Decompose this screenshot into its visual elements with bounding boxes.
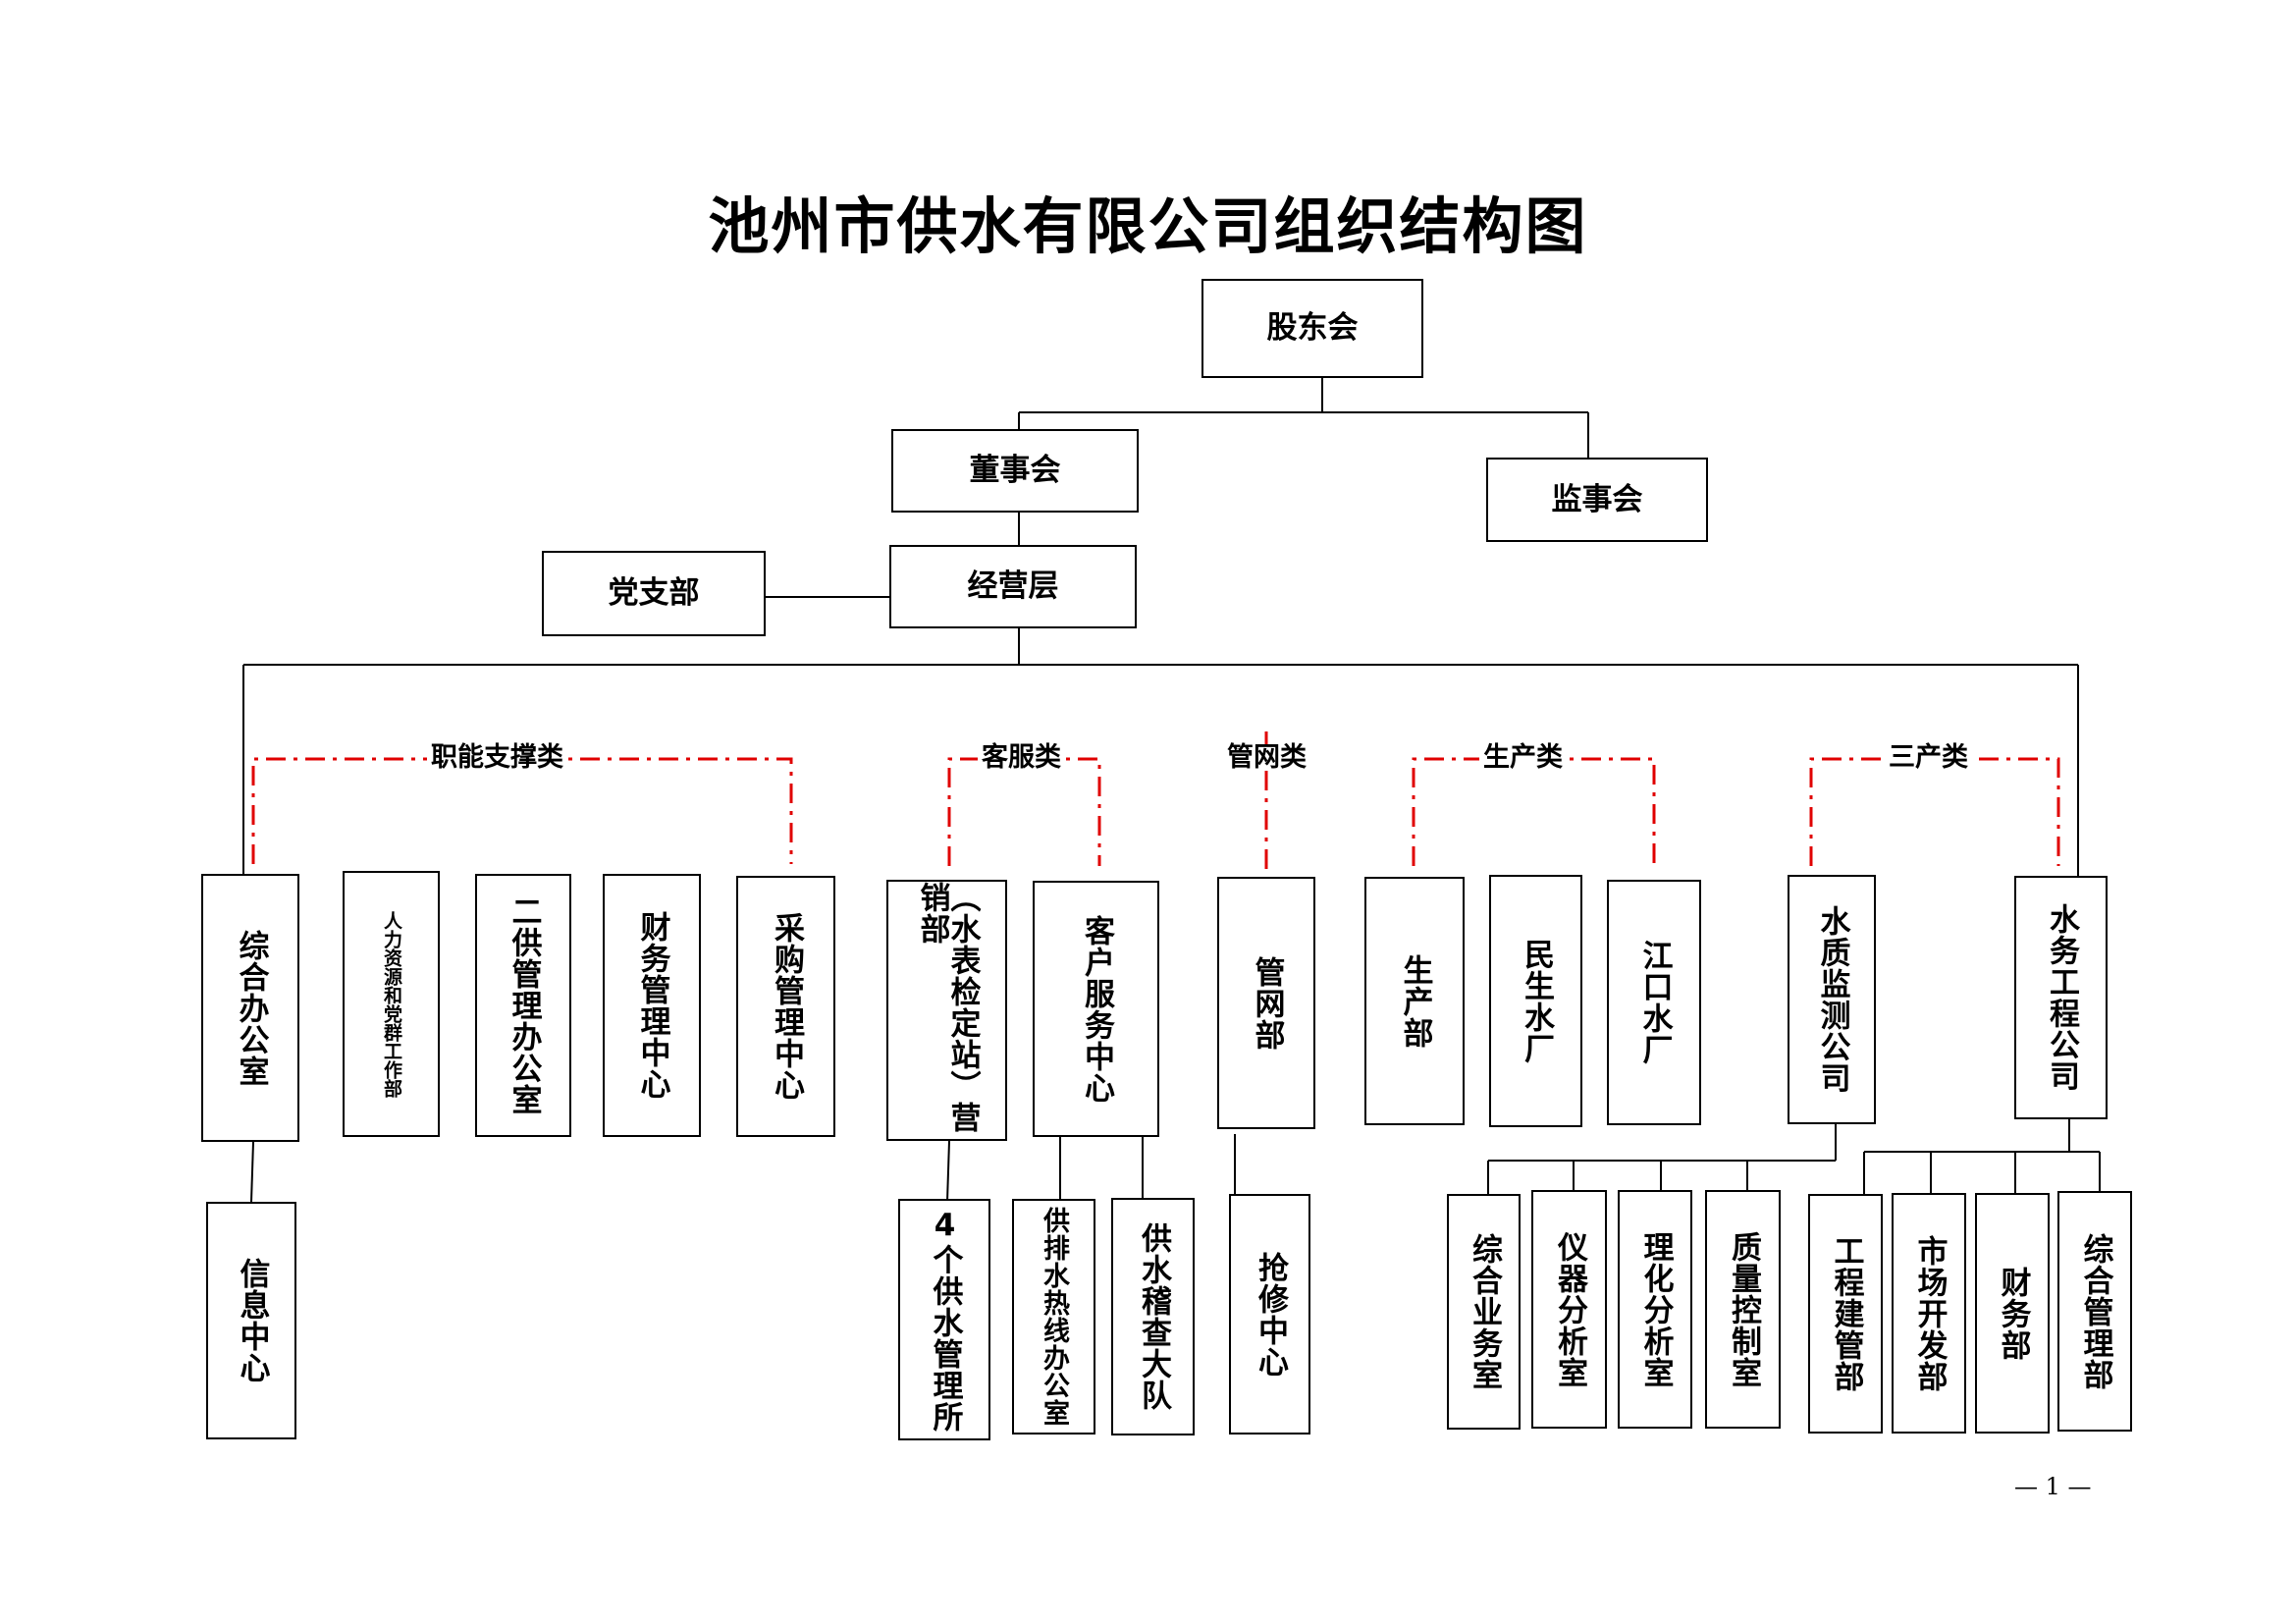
party-branch-label: 党支部 bbox=[608, 575, 700, 611]
dept-general-office: 综合办公室 bbox=[201, 874, 299, 1142]
sub-eng-construction-label: 工程建管部 bbox=[1828, 1235, 1864, 1392]
board-box: 董事会 bbox=[891, 429, 1139, 513]
dept-pipe: 管网部 bbox=[1217, 877, 1315, 1129]
dept-finance-center-label: 财务管理中心 bbox=[634, 911, 670, 1100]
dept-customer-center: 客户服务中心 bbox=[1033, 881, 1159, 1137]
dept-procurement-center-label: 采购管理中心 bbox=[769, 912, 804, 1101]
sub-general-affairs: 综合业务室 bbox=[1447, 1194, 1521, 1430]
dept-marketing-label-line1: 营销部 bbox=[914, 882, 981, 1133]
page-number: — 1 — bbox=[2014, 1473, 2092, 1500]
sub-quality-control-label: 质量控制室 bbox=[1726, 1230, 1761, 1388]
shareholders-box: 股东会 bbox=[1201, 279, 1423, 378]
dept-hr-party-label: 人力资源和党群工作部 bbox=[381, 910, 402, 1098]
sub-hotline-office: 供排水热线办公室 bbox=[1012, 1199, 1095, 1435]
supervisors-box: 监事会 bbox=[1486, 458, 1708, 542]
dept-marketing: （水表检定站）营销部 bbox=[886, 880, 1007, 1141]
sub-repair-center-label: 抢修中心 bbox=[1253, 1251, 1288, 1378]
sub-general-affairs-label: 综合业务室 bbox=[1467, 1233, 1502, 1390]
sub-info-center: 信息中心 bbox=[206, 1202, 296, 1439]
dept-hr-party: 人力资源和党群工作部 bbox=[343, 871, 440, 1137]
dept-production-label: 生产部 bbox=[1397, 953, 1433, 1049]
dept-second-supply-label: 二供管理办公室 bbox=[506, 895, 542, 1115]
dept-jiangkou-plant: 江口水厂 bbox=[1607, 880, 1701, 1125]
sub-finance-dept: 财务部 bbox=[1975, 1193, 2050, 1434]
chart-title: 池州市供水有限公司组织结构图 bbox=[708, 190, 1588, 262]
category-tertiary: 三产类 bbox=[1885, 744, 1972, 771]
sub-inspection-team: 供水稽查大队 bbox=[1111, 1198, 1195, 1435]
management-label: 经营层 bbox=[967, 568, 1059, 604]
category-pipe-network: 管网类 bbox=[1223, 744, 1310, 771]
dept-procurement-center: 采购管理中心 bbox=[736, 876, 835, 1137]
sub-hotline-office-label: 供排水热线办公室 bbox=[1039, 1207, 1069, 1427]
category-customer-service: 客服类 bbox=[978, 744, 1065, 771]
sub-four-supply-offices-label: 4个供水管理所 bbox=[927, 1207, 963, 1433]
category-production: 生产类 bbox=[1479, 744, 1567, 771]
sub-general-mgmt: 综合管理部 bbox=[2057, 1191, 2132, 1432]
sub-market-dev: 市场开发部 bbox=[1892, 1193, 1966, 1434]
shareholders-label: 股东会 bbox=[1266, 310, 1359, 346]
dept-finance-center: 财务管理中心 bbox=[603, 874, 701, 1137]
sub-repair-center: 抢修中心 bbox=[1229, 1194, 1310, 1435]
dept-water-quality-co: 水质监测公司 bbox=[1788, 875, 1876, 1124]
sub-market-dev-label: 市场开发部 bbox=[1911, 1234, 1948, 1392]
dept-water-engineering-co: 水务工程公司 bbox=[2014, 876, 2108, 1119]
dept-water-engineering-co-label: 水务工程公司 bbox=[2044, 903, 2079, 1092]
party-branch-box: 党支部 bbox=[542, 551, 766, 636]
board-label: 董事会 bbox=[969, 453, 1061, 488]
category-functional: 职能支撑类 bbox=[427, 744, 567, 771]
sub-instrument-analysis-label: 仪器分析室 bbox=[1552, 1230, 1587, 1388]
sub-quality-control: 质量控制室 bbox=[1705, 1190, 1781, 1429]
dept-second-supply: 二供管理办公室 bbox=[475, 874, 571, 1137]
dept-minsheng-plant: 民生水厂 bbox=[1489, 875, 1582, 1127]
dept-marketing-label: （水表检定站）营销部 bbox=[914, 882, 981, 1139]
sub-instrument-analysis: 仪器分析室 bbox=[1531, 1190, 1607, 1429]
sub-info-center-label: 信息中心 bbox=[234, 1258, 270, 1383]
sub-physchem-analysis: 理化分析室 bbox=[1618, 1190, 1692, 1429]
dept-production: 生产部 bbox=[1364, 877, 1465, 1125]
sub-four-supply-offices: 4个供水管理所 bbox=[898, 1199, 990, 1440]
dept-water-quality-co-label: 水质监测公司 bbox=[1814, 905, 1850, 1094]
sub-finance-dept-label: 财务部 bbox=[1995, 1266, 2031, 1361]
dept-pipe-label: 管网部 bbox=[1249, 955, 1285, 1051]
dept-minsheng-plant-label: 民生水厂 bbox=[1519, 938, 1554, 1064]
sub-eng-construction: 工程建管部 bbox=[1808, 1194, 1883, 1434]
sub-general-mgmt-label: 综合管理部 bbox=[2077, 1232, 2113, 1390]
supervisors-label: 监事会 bbox=[1551, 481, 1643, 517]
dept-general-office-label: 综合办公室 bbox=[233, 929, 269, 1087]
sub-physchem-analysis-label: 理化分析室 bbox=[1637, 1230, 1674, 1388]
sub-inspection-team-label: 供水稽查大队 bbox=[1136, 1222, 1171, 1411]
dept-jiangkou-plant-label: 江口水厂 bbox=[1636, 940, 1673, 1065]
dept-customer-center-label: 客户服务中心 bbox=[1079, 914, 1114, 1104]
management-box: 经营层 bbox=[889, 545, 1137, 628]
dept-marketing-label-line2: （水表检定站） bbox=[944, 882, 981, 1102]
